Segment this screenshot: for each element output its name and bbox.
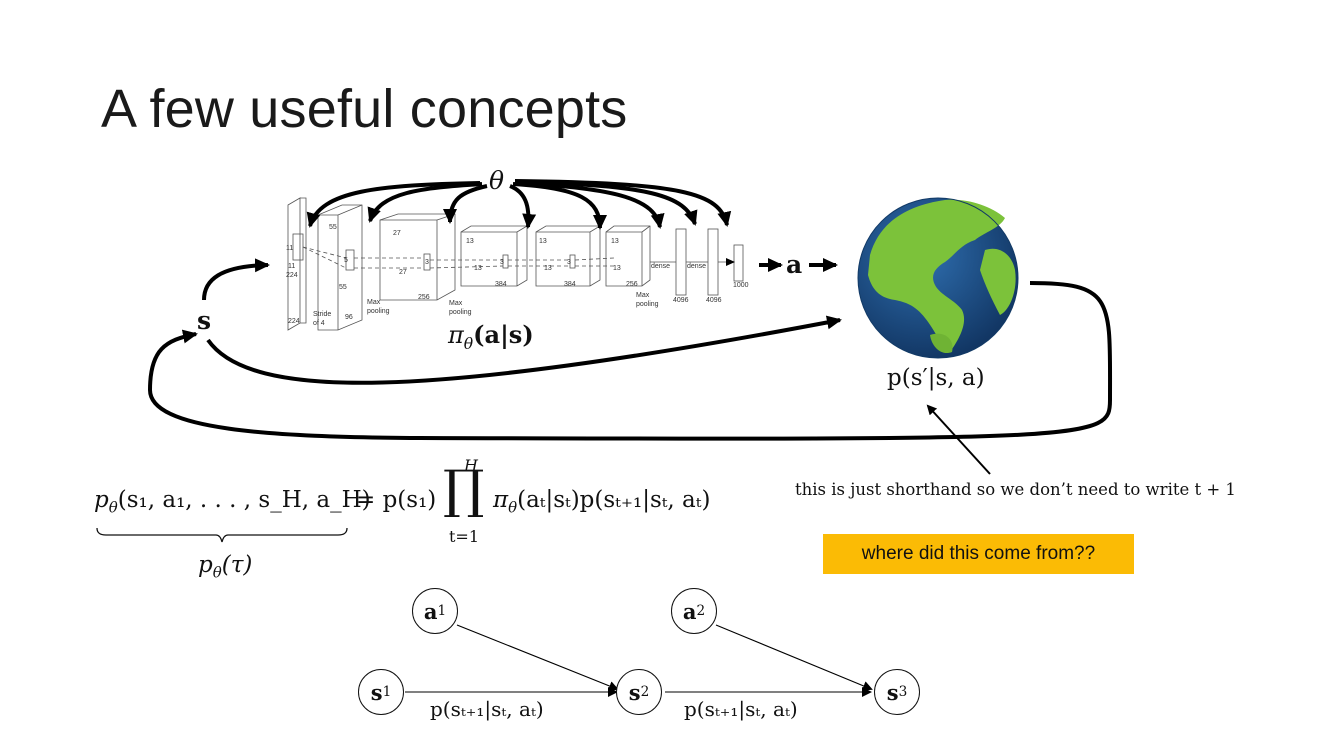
trajectory-rhs-prior: = p(s₁) [356, 487, 437, 513]
cnn-label: 384 [495, 281, 507, 288]
shorthand-note: this is just shorthand so we don’t need … [795, 480, 1236, 499]
cnn-label: Max [367, 299, 381, 306]
cnn-label: pooling [449, 309, 472, 316]
cnn-label: 13 [539, 238, 547, 245]
cnn-label: 55 [339, 284, 347, 291]
cnn-label: 27 [393, 230, 401, 237]
cnn-label: pooling [636, 301, 659, 308]
cnn-label: 5 [344, 257, 348, 264]
action-label: a [786, 250, 803, 279]
cnn-label: 11 [288, 263, 295, 270]
cnn-network-diagram [287, 197, 743, 331]
state-label: s [197, 306, 212, 335]
product-symbol: ∏ [443, 460, 485, 520]
theta-parameter-arrows [306, 179, 732, 230]
cnn-label: dense [687, 263, 706, 270]
cnn-label: 3 [425, 259, 429, 266]
cnn-label: of 4 [313, 320, 325, 327]
cnn-label: 4096 [706, 297, 722, 304]
cnn-label: 55 [329, 224, 337, 231]
cnn-label: 96 [345, 314, 353, 321]
slide-title: A few useful concepts [101, 79, 628, 139]
note-arrow [926, 404, 991, 475]
cnn-label: 224 [286, 272, 298, 279]
graphical-model-edges [405, 624, 873, 697]
trajectory-product-term: πθ(aₜ|sₜ)p(sₜ₊₁|sₜ, aₜ) [493, 487, 711, 517]
product-upper-limit: H [464, 456, 478, 475]
cnn-label: 3 [500, 259, 504, 266]
trajectory-distribution-label: pθ(τ) [198, 552, 253, 582]
cnn-label: Max [636, 292, 650, 299]
cnn-label: 256 [626, 281, 638, 288]
dynamics-label: p(s′|s, a) [887, 365, 985, 391]
cnn-label: 13 [613, 265, 621, 272]
cnn-label: 384 [564, 281, 576, 288]
cnn-label: dense [651, 263, 670, 270]
underbrace [96, 527, 348, 543]
cnn-label: 256 [418, 294, 430, 301]
cnn-label: pooling [367, 308, 390, 315]
cnn-label: 13 [474, 265, 482, 272]
edge-label-2: p(sₜ₊₁|sₜ, aₜ) [684, 697, 798, 721]
cnn-label: 224 [288, 318, 300, 325]
cnn-label: 1000 [733, 282, 749, 289]
edge-label-1: p(sₜ₊₁|sₜ, aₜ) [430, 697, 544, 721]
loop-arrows [147, 258, 1113, 441]
cnn-label: 13 [611, 238, 619, 245]
cnn-label: 11 [286, 245, 293, 252]
cnn-label: 27 [399, 269, 407, 276]
trajectory-lhs: pθ(s₁, a₁, . . . , s_H, a_H) [94, 487, 371, 517]
theta-label: θ [489, 166, 505, 195]
policy-label: πθ(a|s) [448, 320, 534, 353]
question-callout: where did this come from?? [823, 534, 1134, 574]
cnn-label: Max [449, 300, 463, 307]
earth-globe-icon [857, 197, 1019, 359]
cnn-label: 13 [466, 238, 474, 245]
cnn-label: 3 [567, 259, 571, 266]
cnn-labels: 224 224 11 11 Stride of 4 55 55 96 5 27 … [286, 224, 749, 327]
cnn-label: 13 [544, 265, 552, 272]
cnn-label: Stride [313, 311, 331, 318]
cnn-label: 4096 [673, 297, 689, 304]
product-lower-limit: t=1 [449, 527, 480, 546]
